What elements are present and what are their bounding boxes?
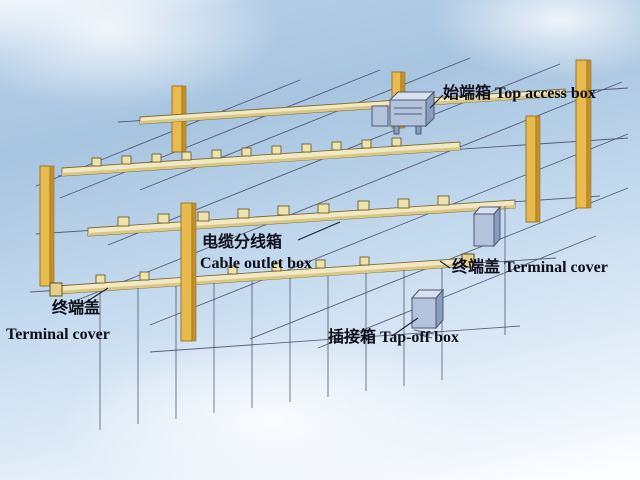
label-terminal-cover-left-en: Terminal cover [6,326,110,343]
column [39,165,55,287]
column [180,202,197,342]
hanger-rods [99,206,506,430]
diagram-labels: 始端箱 Top access box 电缆分线箱 Cable outlet bo… [6,83,608,346]
busway-rail [87,199,516,237]
top-access-box [371,90,436,135]
terminal-cover-right [461,253,475,268]
label-cable-outlet-box-en: Cable outlet box [200,255,312,272]
leader-lines [79,94,451,337]
column [525,115,541,223]
label-top-access-box: 始端箱 Top access box [443,83,596,102]
label-cable-outlet-box-cn: 电缆分线箱 [202,232,282,251]
busway-rails [55,88,566,295]
cable-outlet-box-unit [472,205,502,248]
terminal-cover-left [49,282,63,297]
label-terminal-cover-right: 终端盖 Terminal cover [452,257,608,276]
column [575,59,592,209]
tap-off-box-unit [410,288,445,339]
label-tap-off-box: 插接箱 Tap-off box [328,327,459,346]
label-terminal-cover-left-cn: 终端盖 [52,298,100,317]
busway-rail [61,141,461,177]
